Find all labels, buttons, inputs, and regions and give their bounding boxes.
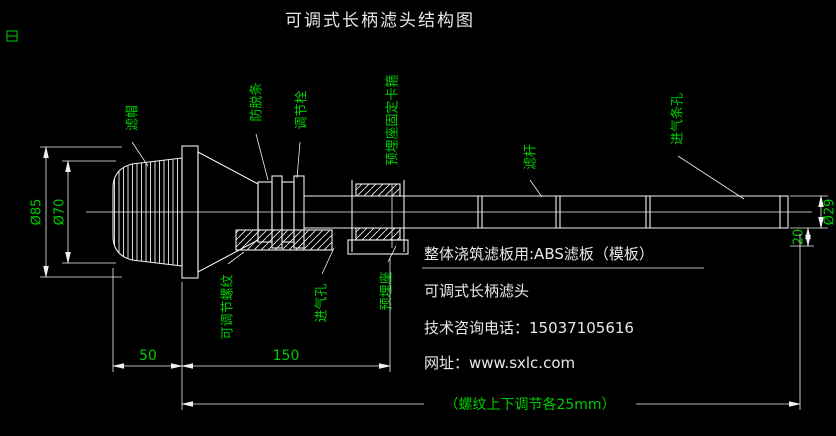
leader-lines bbox=[131, 133, 745, 275]
dim-text-20: 20 bbox=[792, 229, 807, 246]
dim-text-dia29: Ø29 bbox=[823, 199, 836, 226]
ucs-icon bbox=[6, 30, 18, 42]
leader-line bbox=[529, 179, 543, 198]
leader-line bbox=[321, 247, 335, 275]
clamp-bottom bbox=[355, 227, 401, 241]
dimension-left: Ø85 Ø70 bbox=[30, 146, 122, 278]
dim-text-50: 50 bbox=[139, 348, 157, 364]
leader-line bbox=[387, 245, 397, 263]
dim-text-thread-note: （螺纹上下调节各25mm） bbox=[444, 397, 615, 413]
dim-text-150: 150 bbox=[273, 348, 300, 364]
dimension-bottom: 50 150 （螺纹上下调节各25mm） bbox=[112, 234, 801, 413]
leader-line bbox=[131, 141, 149, 167]
leader-line bbox=[227, 251, 245, 265]
info-product-name: 可调式长柄滤头 bbox=[424, 282, 529, 300]
part-labels: 滤帽 防脱条 调节栓 预埋座固定卡箍 滤杆 进气条孔 可调节螺纹 进气孔 预埋座 bbox=[125, 74, 686, 339]
info-block: 整体浇筑滤板用:ABS滤板（模板） 可调式长柄滤头 技术咨询电话：1503710… bbox=[422, 245, 704, 372]
label-adjusting-bolt: 调节栓 bbox=[295, 90, 310, 129]
clamp-top bbox=[355, 183, 401, 197]
label-embedded-seat-clamp: 预埋座固定卡箍 bbox=[385, 74, 401, 165]
drawing-title: 可调式长柄滤头结构图 bbox=[285, 11, 475, 31]
rod-end-cap bbox=[779, 195, 789, 229]
leader-line bbox=[677, 155, 745, 200]
info-phone: 技术咨询电话：15037105616 bbox=[424, 319, 634, 337]
label-adjustable-thread: 可调节螺纹 bbox=[221, 274, 236, 339]
info-board-note: 整体浇筑滤板用:ABS滤板（模板） bbox=[424, 245, 654, 263]
leader-line bbox=[296, 141, 301, 179]
label-filter-cap: 滤帽 bbox=[125, 105, 141, 131]
label-embedded-seat: 预埋座 bbox=[380, 271, 395, 310]
dimension-right: Ø29 20 bbox=[790, 195, 836, 247]
thread-section bbox=[235, 229, 333, 251]
label-filter-rod: 滤杆 bbox=[524, 144, 539, 170]
label-air-slot: 进气条孔 bbox=[670, 93, 686, 145]
label-anti-slip-strip: 防脱条 bbox=[249, 82, 265, 121]
filter-cap-shape bbox=[112, 157, 183, 267]
assembly-geometry bbox=[86, 145, 812, 279]
dim-text-dia85: Ø85 bbox=[30, 199, 45, 226]
leader-line bbox=[255, 133, 269, 181]
label-air-hole: 进气孔 bbox=[314, 283, 330, 322]
info-website: 网址：www.sxlc.com bbox=[424, 354, 575, 372]
seat-base bbox=[347, 239, 409, 255]
dim-text-dia70: Ø70 bbox=[53, 199, 68, 226]
